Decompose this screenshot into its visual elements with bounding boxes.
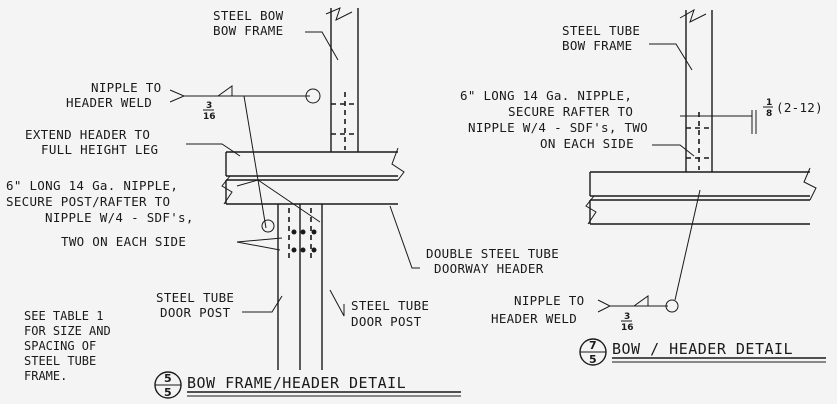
right-leaders [649, 43, 695, 157]
weld-size-numerator: 3 [206, 101, 212, 111]
right-nipple-note-3: NIPPLE W/4 - SDF's, TWO [468, 120, 648, 135]
door-post-left-label-1: STEEL TUBE [156, 290, 234, 305]
nipple-weld-label-1: NIPPLE TO [91, 80, 161, 95]
door-post-right-label-2: DOOR POST [351, 314, 422, 329]
table-note: SEE TABLE 1 FOR SIZE AND SPACING OF STEE… [24, 309, 111, 383]
left-detail-number: 5 [164, 372, 172, 385]
header-upper-tube [225, 147, 405, 181]
nipple-note-line-1: 6" LONG 14 Ga. NIPPLE, [6, 178, 178, 193]
right-nipple-weld-2: HEADER WELD [491, 311, 577, 326]
nipple-note-line-3: NIPPLE W/4 - SDF's, [45, 210, 194, 225]
steel-tube-label: STEEL TUBE [562, 23, 640, 38]
note-line-4: STEEL TUBE [24, 354, 96, 368]
right-weld-numerator: 3 [624, 312, 630, 322]
slope-text: (2-12) [776, 100, 823, 115]
nipple-note-line-4: TWO ON EACH SIDE [61, 234, 186, 249]
door-post-right-label-1: STEEL TUBE [351, 298, 429, 313]
slope-denominator: 8 [766, 109, 772, 119]
header-lower-tube [221, 175, 398, 205]
left-detail-title: 5 5 BOW FRAME/HEADER DETAIL [154, 371, 461, 399]
note-line-3: SPACING OF [24, 339, 96, 353]
right-nipple-note-1: 6" LONG 14 Ga. NIPPLE, [460, 88, 632, 103]
right-detail-number: 7 [589, 339, 597, 352]
double-tube-label-2: DOORWAY HEADER [434, 261, 544, 276]
slope-callout: 1 8 (2-12) [680, 98, 823, 134]
left-leaders [186, 31, 420, 317]
right-nipple-note-2: SECURE RAFTER TO [508, 104, 633, 119]
right-detail-title-text: BOW / HEADER DETAIL [612, 340, 793, 358]
door-posts [277, 204, 323, 370]
slope-numerator: 1 [766, 98, 772, 108]
right-nipple-weld-1: NIPPLE TO [514, 293, 584, 308]
extend-header-label-1: EXTEND HEADER TO [25, 127, 150, 142]
left-detail-title-text: BOW FRAME/HEADER DETAIL [187, 374, 406, 392]
right-weld-denominator: 16 [621, 323, 634, 333]
nipple-weld-label-2: HEADER WELD [66, 95, 152, 110]
door-post-left-label-2: DOOR POST [160, 305, 231, 320]
right-detail-sheet: 5 [589, 353, 597, 366]
weld-size-denominator: 16 [203, 112, 216, 122]
note-line-1: SEE TABLE 1 [24, 309, 103, 323]
nipple-note-line-2: SECURE POST/RAFTER TO [6, 194, 170, 209]
right-detail-title: 7 5 BOW / HEADER DETAIL [579, 338, 826, 366]
left-detail-sheet: 5 [164, 386, 172, 399]
left-detail: STEEL BOW BOW FRAME NIPPLE TO HEADER WEL… [6, 7, 559, 399]
right-bow-frame-member [679, 8, 713, 172]
right-nipple-note-4: ON EACH SIDE [540, 136, 634, 151]
weld-symbol-right [597, 189, 701, 313]
bow-frame-right-label: BOW FRAME [562, 38, 632, 53]
bow-frame-label: BOW FRAME [213, 23, 283, 38]
steel-bow-label: STEEL BOW [213, 8, 284, 23]
note-line-2: FOR SIZE AND [24, 324, 111, 338]
right-detail: 1 8 (2-12) STEEL TUBE BOW FRAME 6" LONG … [460, 8, 826, 366]
bow-frame-member [325, 7, 359, 152]
right-header-lower [585, 195, 810, 225]
double-tube-label-1: DOUBLE STEEL TUBE [426, 246, 559, 261]
weld-symbol-left [169, 85, 321, 233]
right-header-upper [589, 167, 817, 201]
extend-header-label-2: FULL HEIGHT LEG [41, 142, 158, 157]
note-line-5: FRAME. [24, 369, 67, 383]
